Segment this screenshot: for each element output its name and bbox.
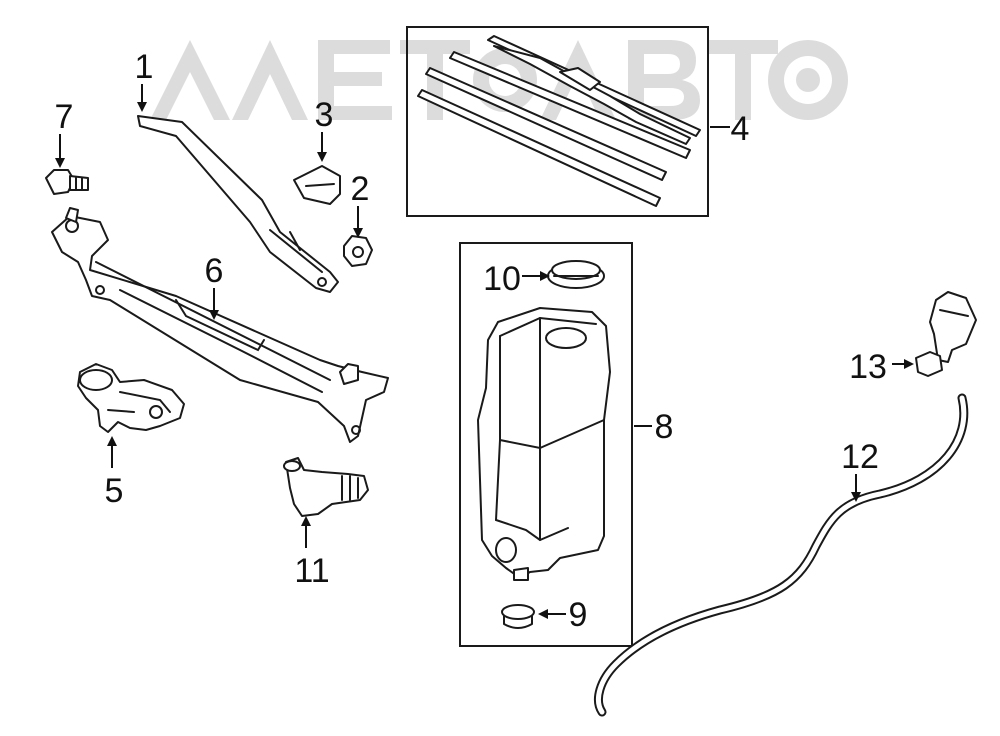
grommet: [501, 604, 535, 629]
wiper-arm: [137, 115, 339, 293]
callout-1: 1: [135, 48, 154, 86]
washer-reservoir-frame: [459, 242, 633, 647]
wiper-motor: [77, 363, 185, 433]
wiper-blade-frame: [406, 26, 709, 217]
callout-4: 4: [731, 110, 750, 148]
callout-10: 10: [483, 260, 521, 298]
nut: [343, 235, 373, 267]
washer-nozzle: [915, 291, 977, 377]
bolt: [45, 169, 89, 195]
callout-13: 13: [849, 348, 887, 386]
wiper-blade-assembly: [417, 35, 701, 207]
callout-8: 8: [655, 408, 674, 446]
washer-pump: [283, 457, 369, 517]
callout-7: 7: [55, 98, 74, 136]
callout-9: 9: [569, 596, 588, 634]
callout-6: 6: [205, 252, 224, 290]
callout-11: 11: [294, 552, 329, 590]
washer-reservoir: [477, 307, 611, 581]
callout-12: 12: [841, 438, 879, 476]
washer-hose: [594, 393, 969, 717]
watermark-logo: [150, 40, 848, 120]
callout-3: 3: [315, 96, 334, 134]
callout-numbers: 1 2 3 4 5 6 7 8 9 10 11 12 13: [55, 48, 887, 634]
wiper-linkage: [51, 207, 389, 443]
arm-cap: [293, 165, 341, 205]
callout-5: 5: [105, 472, 124, 510]
filler-cap: [547, 260, 605, 289]
callout-2: 2: [351, 170, 370, 208]
leader-lines: [55, 84, 914, 619]
